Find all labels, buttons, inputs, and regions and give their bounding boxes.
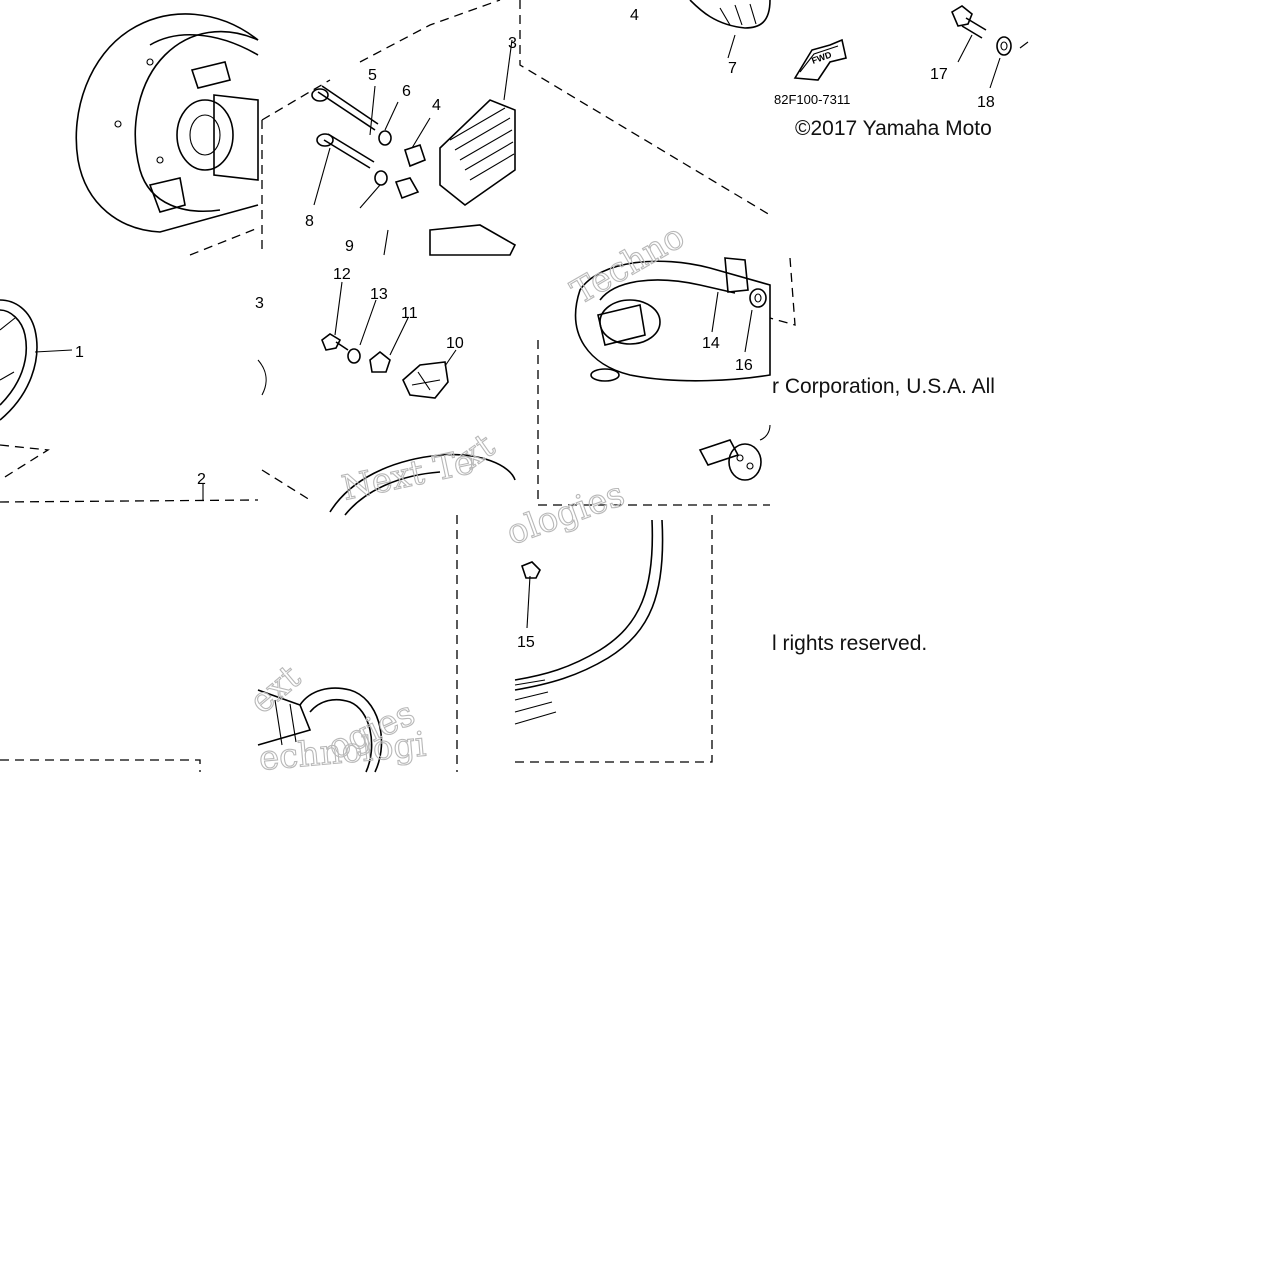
wiring-harness bbox=[257, 515, 458, 773]
top-right-parts bbox=[519, 0, 771, 216]
lighting-coil-group bbox=[261, 0, 517, 256]
ring-part-1 bbox=[0, 299, 259, 772]
copyright-line-2: r Corporation, U.S.A. All bbox=[772, 375, 995, 398]
callout-3: 3 bbox=[508, 35, 517, 52]
callout-2: 2 bbox=[197, 471, 206, 488]
callout-14: 14 bbox=[702, 335, 720, 352]
watermark-text-2: ologies bbox=[501, 474, 629, 553]
copyright-line-1: ©2017 Yamaha Moto bbox=[795, 117, 992, 140]
washer-18 bbox=[989, 36, 1029, 89]
stator-plate bbox=[537, 257, 796, 506]
callout-12: 12 bbox=[333, 266, 351, 283]
watermark-text-3: Techno bbox=[565, 216, 692, 312]
callout-9: 9 bbox=[345, 238, 354, 255]
callout-17: 17 bbox=[930, 66, 948, 83]
callout-16: 16 bbox=[735, 357, 753, 374]
callout-11: 11 bbox=[401, 305, 418, 322]
callout-1: 1 bbox=[75, 344, 84, 361]
fwd-arrow-icon bbox=[793, 38, 847, 81]
callout-4-top: 4 bbox=[630, 7, 639, 24]
callout-7: 7 bbox=[728, 60, 737, 77]
callout-18: 18 bbox=[977, 94, 995, 111]
callout-10: 10 bbox=[446, 335, 464, 352]
callout-5: 5 bbox=[368, 67, 377, 84]
callout-8: 8 bbox=[305, 213, 314, 230]
callout-labels: 1 2 3 3 4 4 5 6 7 8 9 10 11 12 13 14 15 … bbox=[75, 7, 995, 651]
bolt-17 bbox=[950, 5, 987, 63]
callout-15: 15 bbox=[517, 634, 535, 651]
callout-6: 6 bbox=[402, 83, 411, 100]
pulser-bracket-group bbox=[257, 281, 516, 516]
part-code: 82F100-7311 bbox=[774, 92, 850, 107]
harness-cable-15 bbox=[514, 515, 713, 763]
watermark-text-5: ext bbox=[242, 657, 309, 722]
copyright-line-3: l rights reserved. bbox=[772, 632, 928, 655]
callout-3b: 3 bbox=[255, 295, 264, 312]
callout-13: 13 bbox=[370, 286, 388, 303]
flywheel-rotor bbox=[75, 13, 259, 256]
callout-4: 4 bbox=[432, 97, 441, 114]
